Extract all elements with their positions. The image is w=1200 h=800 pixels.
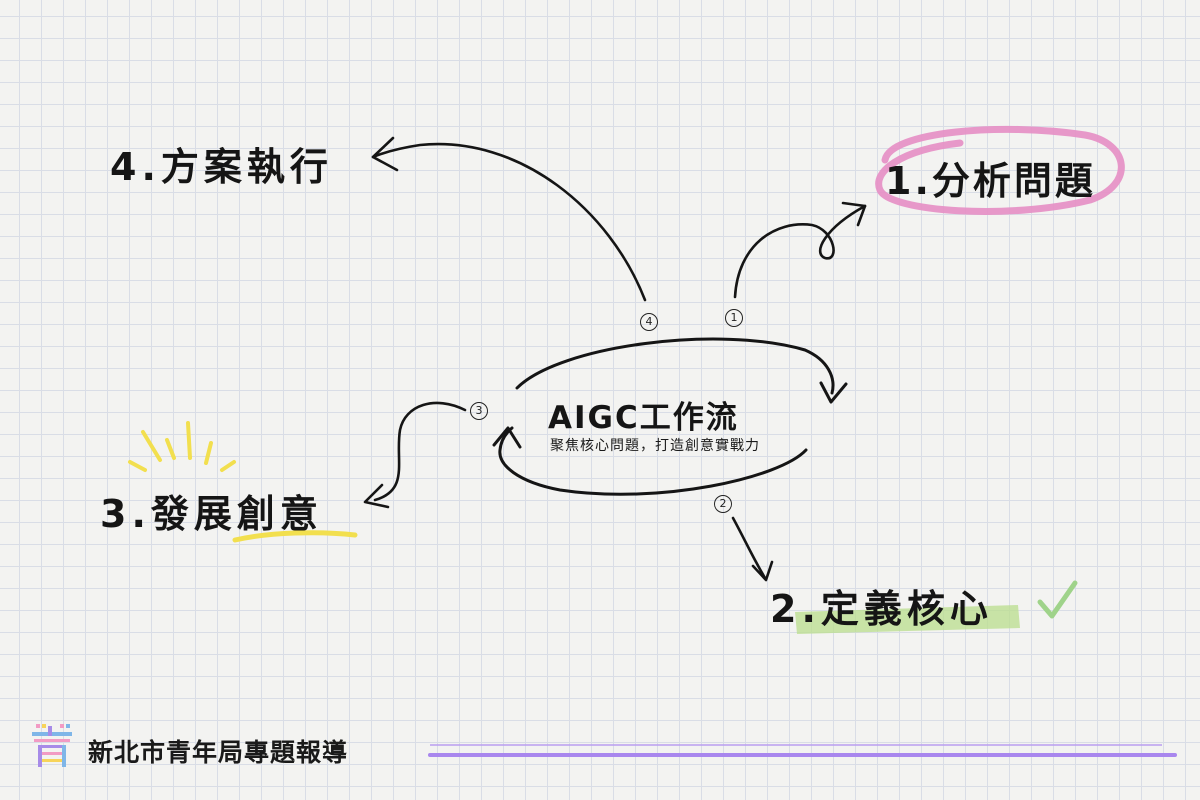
step-2-label: 2.定義核心 (770, 587, 993, 631)
step-1-number-badge: 1 (725, 309, 743, 327)
check-icon (1037, 580, 1078, 619)
pink-highlight-circle (875, 125, 1125, 215)
footer-title: 新北市青年局專題報導 (88, 738, 349, 767)
step-4-label: 4.方案執行 (110, 145, 333, 189)
step-2-number-badge: 2 (714, 495, 732, 513)
bureau-logo-icon (32, 724, 72, 767)
yellow-underline (232, 530, 358, 543)
arrow-to-step-1 (733, 204, 867, 299)
center-title: AIGC工作流 (548, 400, 739, 436)
step-3-label: 3.發展創意 (100, 492, 323, 536)
step-1-label: 1.分析問題 (885, 159, 1096, 203)
connector-arrows (363, 136, 867, 582)
step-3-number-badge: 3 (470, 402, 488, 420)
center-subtitle: 聚焦核心問題，打造創意實戰力 (550, 438, 760, 454)
arrow-to-step-2 (731, 516, 767, 580)
sparkle-burst-icon (128, 421, 236, 472)
center-loop (492, 337, 848, 496)
arrow-to-step-3 (373, 401, 467, 502)
step-4-number-badge: 4 (640, 313, 658, 331)
green-marker-highlight (795, 605, 1020, 634)
arrow-to-step-4 (371, 142, 647, 302)
page-frame (22, 27, 1178, 758)
